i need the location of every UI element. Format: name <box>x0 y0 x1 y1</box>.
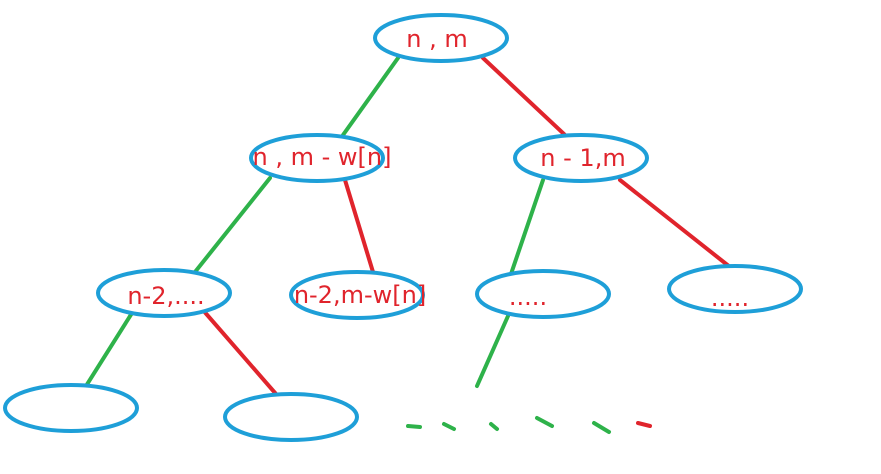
node-label-root: n , m <box>406 25 467 53</box>
dash-5 <box>592 421 611 434</box>
dash-4 <box>535 416 554 428</box>
tree-node-l1-right: n - 1,m <box>513 133 649 183</box>
dash-1 <box>406 424 422 429</box>
tree-node-l1-left: n , m - w[n] <box>249 133 392 183</box>
tree-node-l3-a <box>3 383 139 433</box>
edge-l2a-left <box>84 311 134 388</box>
dash-3 <box>489 422 499 431</box>
node-label-l2-c: ..... <box>509 283 547 311</box>
tree-node-l3-b <box>223 392 359 442</box>
tree-node-l2-a: n-2,.... <box>96 268 232 318</box>
edge-l1right-left <box>509 178 545 276</box>
tree-node-root: n , m <box>373 13 509 63</box>
node-label-l1-right: n - 1,m <box>540 144 625 172</box>
continuation-dashes <box>406 416 652 434</box>
edge-l1left-left <box>193 176 272 274</box>
edge-root-left <box>341 56 400 137</box>
edge-l1left-right <box>343 178 375 274</box>
edges <box>84 56 732 396</box>
dash-6 <box>636 421 652 428</box>
edge-l2a-right <box>200 307 278 396</box>
node-label-l1-left: n , m - w[n] <box>253 143 392 171</box>
node-label-l2-d: ..... <box>711 284 749 312</box>
edge-l1right-right <box>618 178 732 269</box>
edge-l2c-down <box>475 314 510 388</box>
node-label-l2-a: n-2,.... <box>127 282 204 310</box>
dash-2 <box>442 422 456 431</box>
tree-node-l2-d: ..... <box>667 264 803 314</box>
edge-root-right <box>481 56 567 137</box>
tree-node-l2-b: n-2,m-w[n] <box>289 270 426 320</box>
node-label-l2-b: n-2,m-w[n] <box>294 281 426 309</box>
tree-node-l2-c: ..... <box>475 269 611 319</box>
